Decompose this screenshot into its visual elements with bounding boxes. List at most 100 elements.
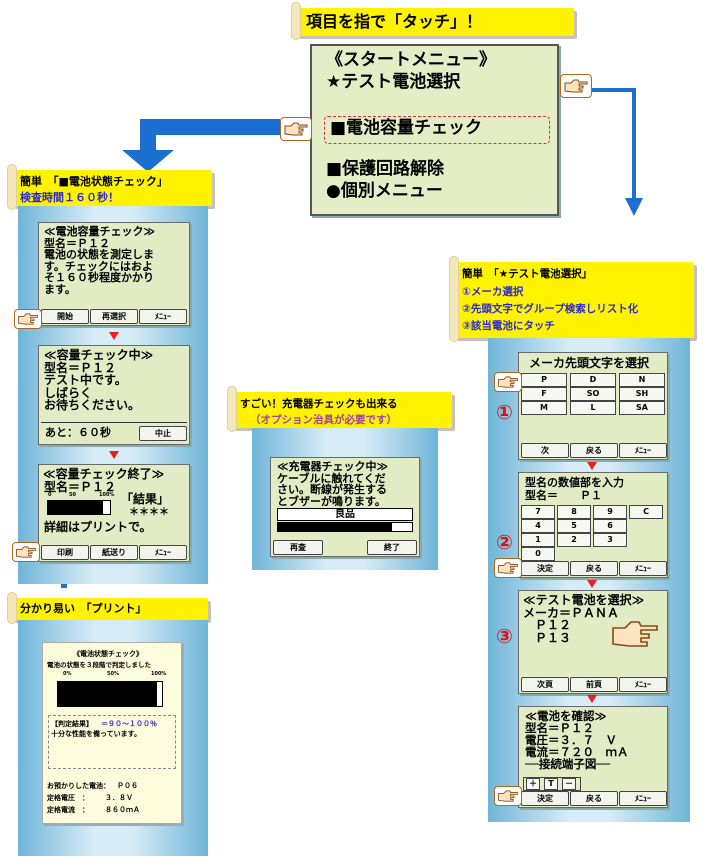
number-key[interactable]: 1: [521, 533, 555, 547]
printout-judge-text: 十分な性能を備っています。: [51, 730, 141, 738]
prev-page-button[interactable]: 前頁: [570, 677, 618, 692]
left-note-line1: 簡単 「■電池状態チェック」: [20, 175, 168, 188]
charger-good-label: 良品: [335, 509, 355, 520]
start-menu-item-capacity[interactable]: ■電池容量チェック: [330, 118, 483, 138]
checking-divider: [41, 422, 187, 423]
terminal-t: T: [544, 778, 558, 790]
printout-judge-value: ＝９０～１００％: [101, 720, 157, 728]
number-key[interactable]: 3: [593, 533, 627, 547]
maker-key[interactable]: SA: [619, 401, 665, 415]
printout-bar: [57, 681, 163, 707]
start-menu-item-individual[interactable]: ●個別メニュー: [326, 181, 443, 201]
printout-current-label: 定格電流 ：: [47, 806, 89, 814]
pointing-hand-icon: [494, 558, 522, 578]
print-button[interactable]: 印刷: [41, 545, 89, 560]
number-key[interactable]: 5: [557, 519, 591, 533]
next-button[interactable]: 次: [521, 443, 569, 458]
print-note: 分かり易い 「プリント」: [7, 592, 208, 624]
recheck-button[interactable]: 再査: [273, 540, 323, 555]
confirm-button[interactable]: 決定: [521, 561, 569, 576]
menu-button[interactable]: ﾒﾆｭｰ: [619, 791, 667, 806]
pointing-hand-icon: [494, 786, 522, 806]
printout-current-value: ８６０ｍＡ: [105, 806, 140, 814]
number-key[interactable]: 9: [593, 505, 627, 519]
printout-deposit-label: お預かりした電池：: [47, 782, 110, 790]
number-key[interactable]: 4: [521, 519, 555, 533]
clear-key[interactable]: C: [629, 505, 663, 519]
menu-button[interactable]: ﾒﾆｭｰ: [619, 677, 667, 692]
finish-button[interactable]: 終了: [367, 540, 417, 555]
capacity-check-screen: ≪電池容量チェック≫ 型名＝Ｐ１２ 電池の状態を測定しま す。チェックにはおよ …: [38, 222, 190, 326]
number-key[interactable]: 0: [521, 547, 555, 561]
check-finished-model: 型名＝Ｐ１２: [44, 480, 117, 494]
printout-voltage-value: ３．８Ｖ: [105, 794, 133, 802]
stop-button[interactable]: 中止: [139, 426, 187, 441]
maker-key[interactable]: N: [619, 373, 665, 387]
result-bar: [47, 500, 111, 515]
menu-button[interactable]: ﾒﾆｭｰ: [619, 561, 667, 576]
maker-key[interactable]: D: [570, 373, 616, 387]
maker-key[interactable]: F: [521, 387, 567, 401]
battery-select-screen: ≪テスト電池を選択≫ メーカ＝ＰＡＮＡ Ｐ１２ Ｐ１３ 次頁 前頁 ﾒﾆｭｰ: [518, 590, 668, 694]
number-key[interactable]: 7: [521, 505, 555, 519]
maker-key[interactable]: P: [521, 373, 567, 387]
pointing-hand-icon: [12, 542, 40, 562]
start-button[interactable]: 開始: [41, 309, 89, 324]
remaining-time: あと：６０秒: [45, 426, 111, 439]
result-bar-fill: [48, 501, 103, 514]
maker-key[interactable]: L: [570, 401, 616, 415]
charger-note-line2: （オプション治具が必要です）: [250, 414, 397, 426]
right-note-line4: ③該当電池にタッチ: [462, 320, 555, 332]
check-finished-title: ≪容量チェック終了≫: [43, 467, 165, 481]
printout-scale-0: 0%: [63, 671, 72, 677]
back-button[interactable]: 戻る: [570, 443, 618, 458]
terminal-diagram: ＋ T －: [523, 777, 581, 791]
start-menu-title: 《スタートメニュー》: [326, 50, 496, 70]
number-key[interactable]: 2: [557, 533, 591, 547]
reselect-button[interactable]: 再選択: [90, 309, 138, 324]
paper-feed-button[interactable]: 紙送り: [90, 545, 138, 560]
right-note-line2: ①メーカ選択: [462, 286, 524, 298]
start-menu-item-test-battery[interactable]: ★テスト電池選択: [326, 72, 461, 92]
next-page-button[interactable]: 次頁: [521, 677, 569, 692]
charger-progress-fill: [278, 523, 392, 531]
battery-confirm-screen: ≪電池を確認≫ 型名＝Ｐ１２ 電圧＝３．７ Ｖ 電流＝７２０ ｍＡ ──接続端子…: [518, 706, 668, 808]
menu-button[interactable]: ﾒﾆｭｰ: [619, 443, 667, 458]
printout-judge-label: 【判定結果】: [51, 720, 93, 728]
step-arrow: [587, 580, 597, 588]
model-input-line1: 型名の数値部を入力: [525, 476, 624, 489]
printout-scale-50: 50%: [107, 671, 119, 677]
back-button[interactable]: 戻る: [570, 561, 618, 576]
menu-button[interactable]: ﾒﾆｭｰ: [139, 309, 187, 324]
confirm-button[interactable]: 決定: [521, 791, 569, 806]
maker-key[interactable]: M: [521, 401, 567, 415]
check-finished-screen: ≪容量チェック終了≫ 型名＝Ｐ１２ 0 50 100% 「結果」 ＊＊＊＊ 詳細…: [38, 464, 190, 562]
printout-line1: 電池の状態を３段階で判定しました: [47, 661, 151, 669]
print-note-text: 分かり易い 「プリント」: [20, 602, 147, 615]
checking-screen: ≪容量チェック中≫ 型名＝Ｐ１２ テスト中です。 しばらく お待ちください。 あ…: [38, 345, 190, 445]
pointing-hand-icon: [14, 309, 42, 329]
pointing-hand-icon: [560, 74, 592, 98]
right-note-line3: ②先頭文字でグループ検索しリスト化: [462, 303, 639, 315]
printout-scale-100: 100%: [151, 671, 167, 677]
number-key[interactable]: 6: [593, 519, 627, 533]
maker-key[interactable]: SO: [570, 387, 616, 401]
step-arrow: [109, 332, 119, 340]
pointing-hand-icon: [611, 619, 659, 653]
charger-note-line1: すごい！充電器チェックも出来る: [240, 398, 398, 410]
charger-progress-bar: [277, 522, 413, 532]
title-note-text: 項目を指で「タッチ」！: [306, 12, 483, 31]
scale-100: 100%: [99, 492, 115, 498]
number-key[interactable]: 8: [557, 505, 591, 519]
maker-key[interactable]: SH: [619, 387, 665, 401]
right-note-line1: 簡単 「★テスト電池選択」: [462, 268, 593, 280]
maker-select-screen: メーカ先頭文字を選択 P D N F SO SH M L SA 次 戻る ﾒﾆｭ…: [518, 352, 668, 460]
result-detail: 詳細はプリントで。: [44, 520, 152, 534]
right-note: 簡単 「★テスト電池選択」 ①メーカ選択 ②先頭文字でグループ検索しリスト化 ③…: [449, 256, 694, 342]
back-button[interactable]: 戻る: [570, 791, 618, 806]
charger-note: すごい！充電器チェックも出来る （オプション治具が必要です）: [227, 386, 452, 432]
charger-check-screen: ≪充電器チェック中≫ ケーブルに触れてくだ さい。断線が発生する とブザーが鳴り…: [270, 457, 420, 557]
printout-judge-box: [48, 715, 176, 769]
menu-button[interactable]: ﾒﾆｭｰ: [139, 545, 187, 560]
start-menu-item-protection[interactable]: ■保護回路解除: [326, 159, 445, 179]
